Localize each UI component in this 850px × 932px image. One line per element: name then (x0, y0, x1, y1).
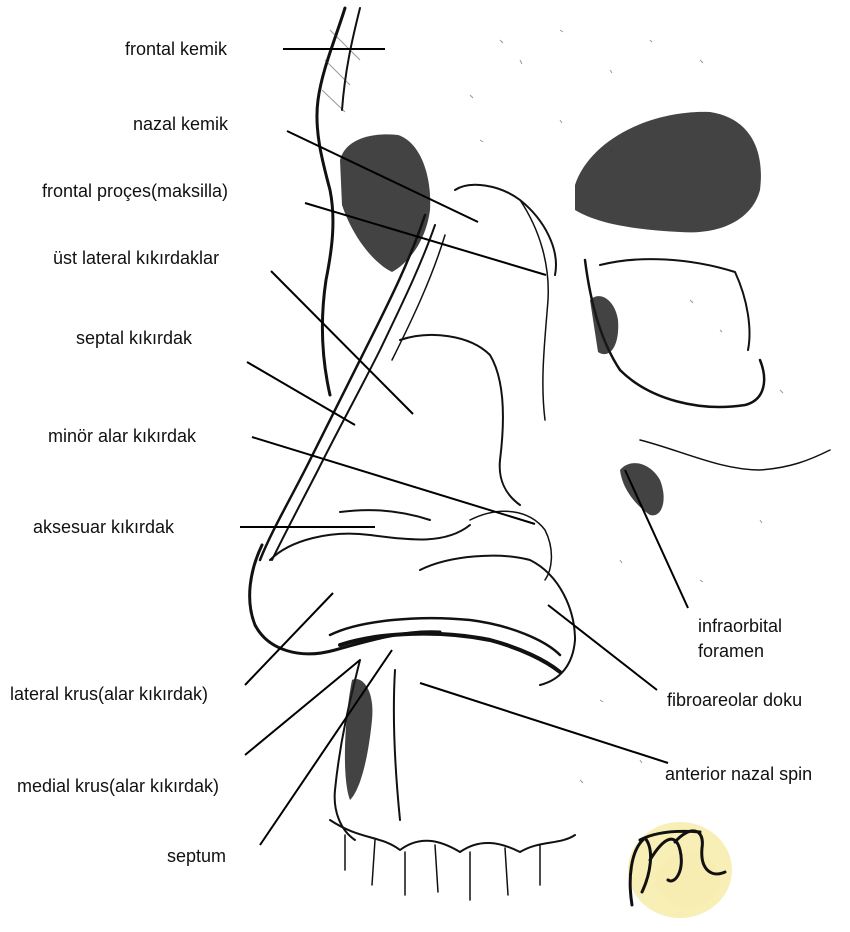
leader-septal (247, 362, 355, 425)
label-fibroareolar: fibroareolar doku (667, 690, 802, 710)
label-lateral-krus: lateral krus(alar kıkırdak) (10, 684, 208, 704)
label-nazal-kemik: nazal kemik (133, 114, 229, 134)
label-aksesuar: aksesuar kıkırdak (33, 517, 175, 537)
leader-septum (260, 650, 392, 845)
nasal-bone-shading (340, 134, 430, 272)
label-septal: septal kıkırdak (76, 328, 193, 348)
leader-fibroareolar (548, 605, 657, 690)
orbit-shading (575, 112, 761, 232)
label-frontal-proces: frontal proçes(maksilla) (42, 181, 228, 201)
artist-signature (628, 822, 732, 918)
label-frontal-kemik: frontal kemik (125, 39, 228, 59)
label-minor-alar: minör alar kıkırdak (48, 426, 197, 446)
leader-ust-lateral (271, 271, 413, 414)
label-ust-lateral: üst lateral kıkırdaklar (53, 248, 219, 268)
label-infraorbital-1: infraorbital (698, 616, 782, 636)
leader-anterior-nazal (420, 683, 668, 763)
label-septum: septum (167, 846, 226, 866)
label-infraorbital-2: foramen (698, 641, 764, 661)
label-medial-krus: medial krus(alar kıkırdak) (17, 776, 219, 796)
leader-lateral-krus (245, 593, 333, 685)
label-anterior-nazal: anterior nazal spin (665, 764, 812, 784)
